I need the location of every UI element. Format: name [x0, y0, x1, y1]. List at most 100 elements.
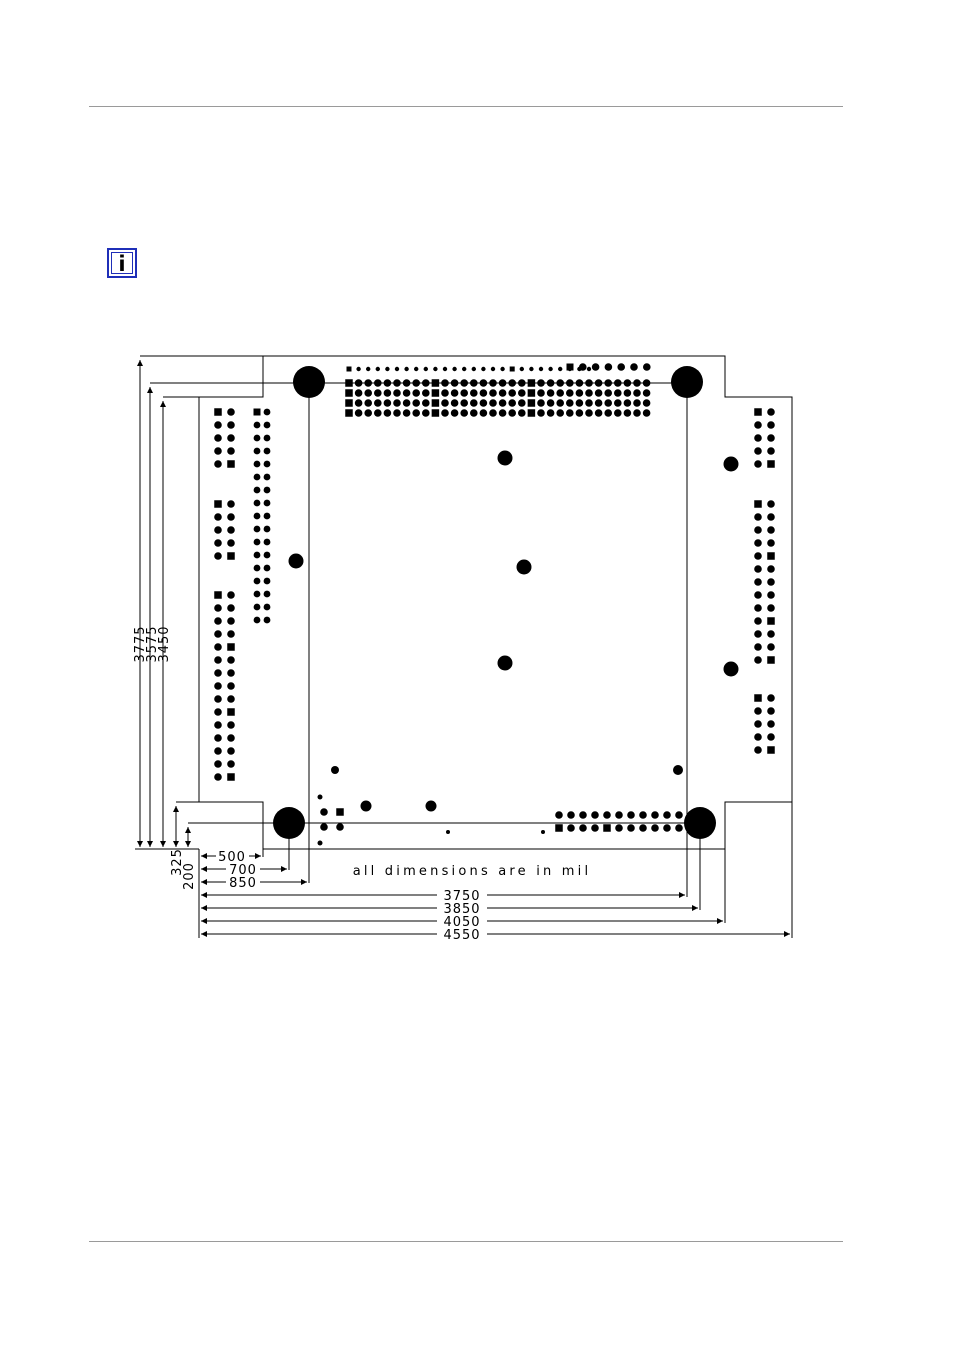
connector-pin	[214, 552, 222, 560]
connector-pin	[591, 824, 599, 832]
connector-pin	[585, 379, 593, 387]
connector-pin	[546, 399, 555, 407]
connector-pin	[633, 409, 641, 417]
connector-pin	[489, 379, 497, 387]
connector-pin	[227, 591, 235, 599]
connector-pin	[374, 379, 382, 387]
connector-pin	[227, 447, 235, 455]
connector-pin	[253, 512, 261, 520]
connector-pin	[214, 630, 222, 638]
connector-pin	[767, 565, 775, 573]
connector-pin	[614, 409, 622, 417]
connector-pin	[767, 604, 775, 612]
connector-pin	[575, 409, 584, 417]
connector-pin	[263, 473, 271, 481]
connector-pin	[639, 824, 647, 832]
connector-pin	[767, 539, 775, 547]
dim-label-4050: 4050	[443, 915, 480, 930]
connector-pin	[450, 409, 459, 417]
connector-pin	[556, 409, 564, 417]
connector-pin	[441, 379, 449, 387]
connector-pin	[508, 389, 516, 397]
connector-pin	[508, 399, 516, 407]
connector-pin	[754, 539, 762, 547]
connector-pin	[754, 604, 762, 612]
connector-pin	[263, 538, 271, 546]
connector-pin	[227, 682, 235, 690]
connector-pin	[374, 399, 382, 407]
connector-pin	[356, 366, 361, 372]
connector-pin	[489, 399, 497, 407]
dim-label-500: 500	[218, 850, 246, 865]
connector-pin-square	[566, 363, 574, 371]
connector-pin	[529, 366, 534, 372]
connector-pin	[675, 824, 683, 832]
connector-pin-square	[253, 408, 261, 416]
connector-pin	[263, 460, 271, 468]
connector-pin	[385, 366, 390, 372]
connector-pin	[422, 379, 430, 387]
connector-pin	[383, 379, 392, 387]
connector-pin-square	[767, 656, 775, 664]
connector-pin	[518, 399, 526, 407]
connector-pin	[412, 379, 421, 387]
connector-pin-square	[527, 409, 536, 417]
connector-pin	[450, 379, 459, 387]
connector-pin-square	[527, 389, 536, 397]
dim-label-3775: 3775	[133, 625, 148, 662]
connector-pin	[754, 513, 762, 521]
connector-pin	[253, 564, 261, 572]
connector-pin	[263, 564, 271, 572]
connector-pin-square	[767, 617, 775, 625]
connector-pin	[471, 366, 476, 372]
connector-pin	[754, 720, 762, 728]
dim-label-200: 200	[182, 862, 197, 890]
board-edge	[198, 355, 793, 850]
connector-pin	[591, 811, 599, 819]
connector-pin	[227, 539, 235, 547]
connector-pin	[498, 379, 507, 387]
info-icon-glyph: i	[118, 252, 126, 276]
connector-pin-square	[227, 643, 235, 651]
vias	[288, 450, 739, 846]
via	[317, 840, 323, 846]
connector-pin	[767, 733, 775, 741]
connector-pin	[767, 500, 775, 508]
connector-pin	[687, 811, 695, 819]
connector-pin	[214, 695, 222, 703]
connector-pin	[754, 578, 762, 586]
connector-pin	[354, 409, 363, 417]
connector-pin	[579, 811, 587, 819]
connector-pin-square	[527, 399, 536, 407]
connector-pin	[253, 421, 261, 429]
connector-pin	[604, 389, 612, 397]
connector-pin	[594, 379, 603, 387]
connector-pin	[614, 399, 622, 407]
dim-label-4550: 4550	[443, 928, 480, 943]
connector-pin	[651, 811, 659, 819]
connector-pin	[767, 421, 775, 429]
connector-pin	[575, 389, 584, 397]
connector-pin	[263, 486, 271, 494]
connector-pin	[518, 409, 526, 417]
connector-pin	[450, 399, 459, 407]
connector-pin	[687, 824, 695, 832]
connector-pin	[460, 389, 469, 397]
connector-pin-square	[603, 824, 611, 832]
connector-pin	[498, 389, 507, 397]
connector-pin	[214, 421, 222, 429]
connector-pin	[767, 408, 775, 416]
connector-pin	[537, 399, 545, 407]
connector-pin	[462, 366, 467, 372]
connector-pin	[489, 409, 497, 417]
connector-pin	[594, 399, 603, 407]
connector-pin	[253, 460, 261, 468]
connector-pin	[383, 409, 392, 417]
connector-pin	[567, 824, 575, 832]
connector-pin	[604, 379, 612, 387]
connector-pin	[663, 824, 671, 832]
connector-pin	[354, 379, 363, 387]
connector-pin	[639, 811, 647, 819]
connector-pin	[393, 389, 401, 397]
connector-pin	[623, 409, 632, 417]
